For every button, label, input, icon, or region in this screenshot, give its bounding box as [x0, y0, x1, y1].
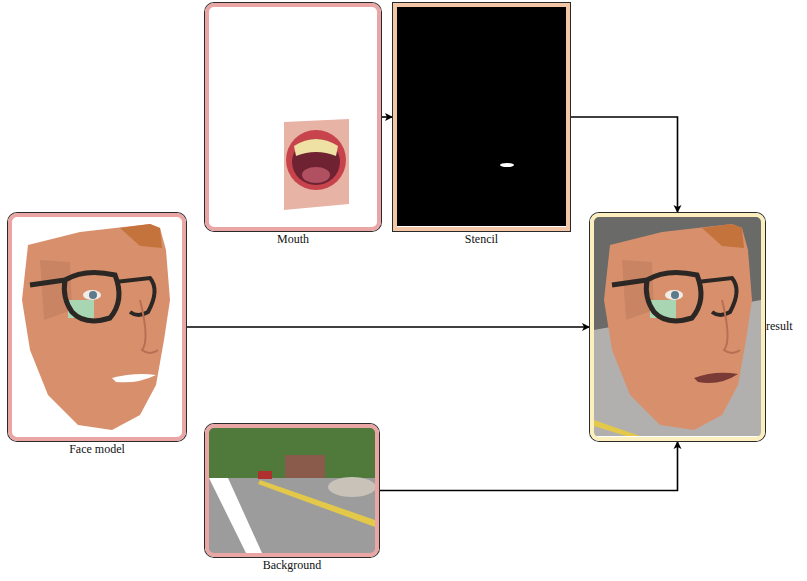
- box-caption: Background: [263, 559, 322, 572]
- box-caption: Mouth: [277, 233, 309, 246]
- result-box: result: [590, 213, 765, 441]
- flow-arrow: [570, 117, 678, 213]
- box-caption: Face model: [69, 443, 125, 456]
- stencil-box: Stencil: [393, 3, 570, 231]
- flow-arrow: [186, 326, 590, 328]
- box-caption: result: [766, 320, 793, 333]
- flow-arrow: [379, 441, 678, 491]
- image-box: Mouth: [205, 3, 381, 231]
- image-box: Background: [205, 424, 379, 557]
- flow-arrow: [381, 116, 393, 118]
- box-caption: Stencil: [465, 233, 498, 246]
- image-box: Face model: [8, 213, 186, 441]
